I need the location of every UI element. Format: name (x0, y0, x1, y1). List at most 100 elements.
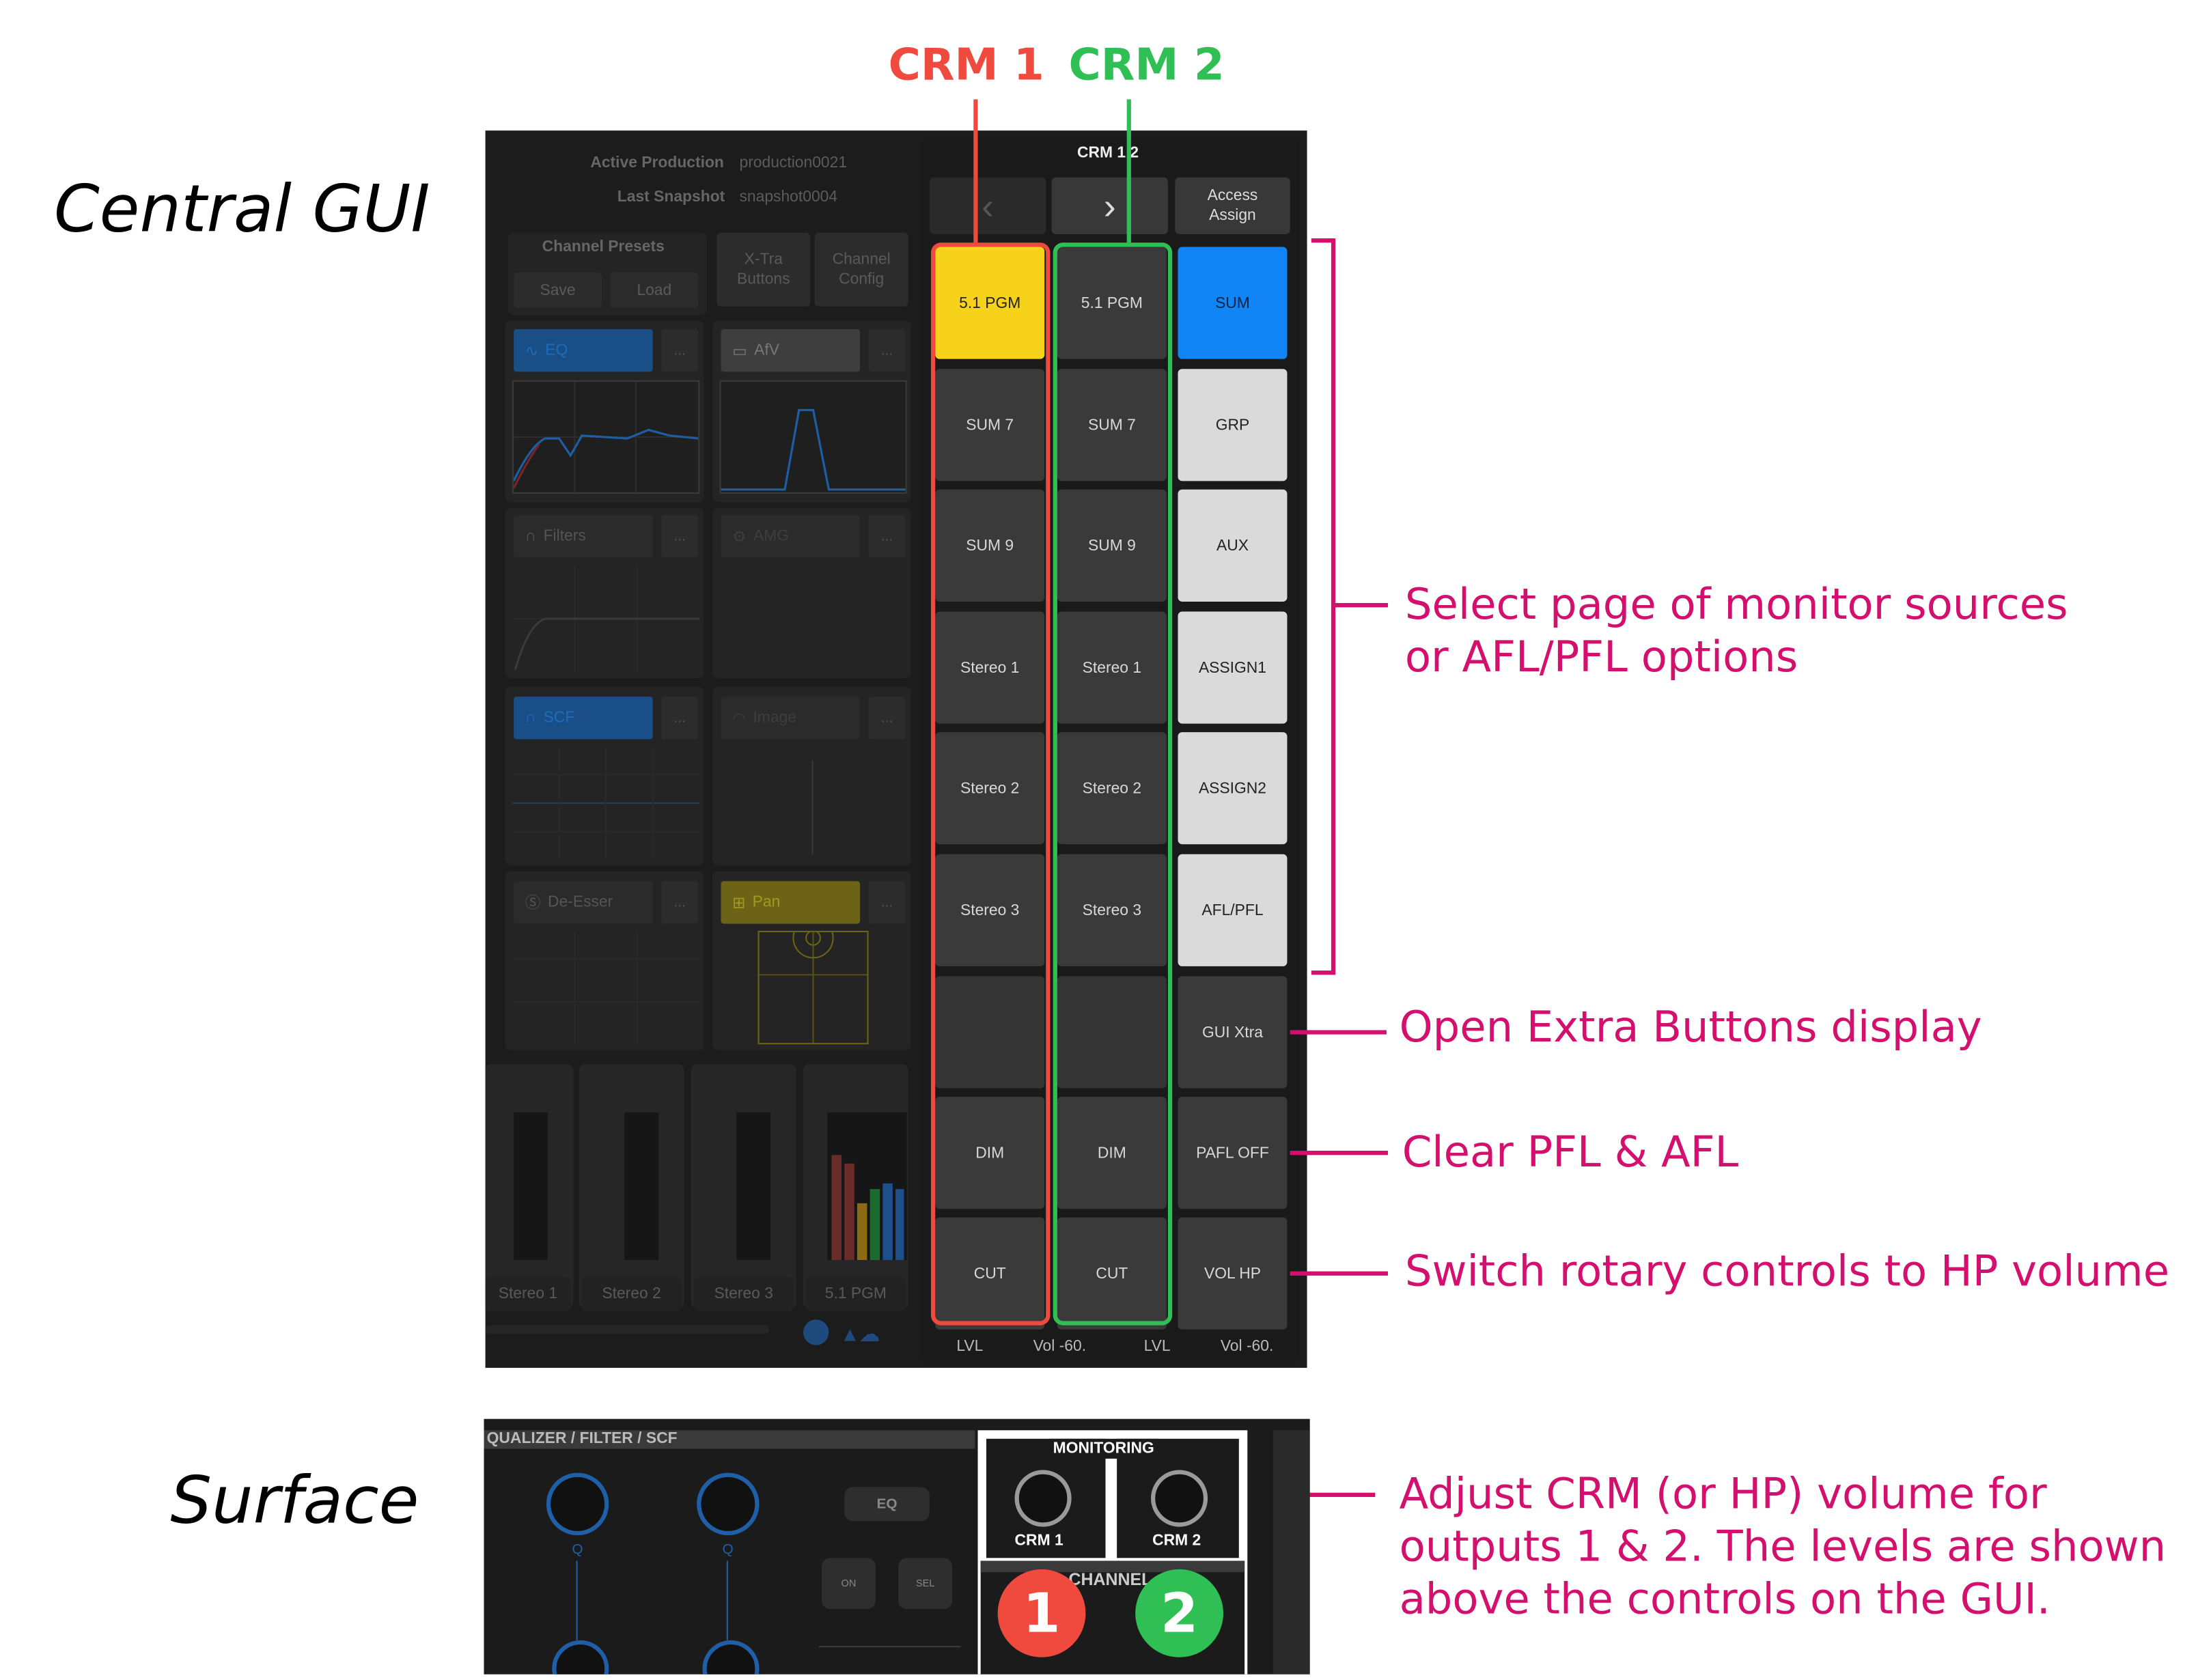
filters-curve (512, 564, 700, 673)
sel-surface-button[interactable]: SEL (898, 1558, 953, 1610)
vol-hp-pointer (1290, 1271, 1388, 1276)
afl-pfl-button[interactable]: AFL/PFL (1178, 854, 1288, 966)
channel-config-button[interactable]: Channel Config (814, 232, 908, 307)
eq-surface-button[interactable]: EQ (844, 1487, 930, 1522)
crm1-source-button-1[interactable]: 5.1 PGM (935, 247, 1045, 359)
crm2-source-empty-button[interactable] (1057, 976, 1167, 1089)
eq-knob-1[interactable] (546, 1472, 609, 1536)
eq-knob-2[interactable] (697, 1472, 760, 1536)
filter-icon: ∩ (525, 527, 537, 545)
crm1-cut-button[interactable]: CUT (935, 1217, 1045, 1330)
deesser-module-label: De-Esser (547, 893, 613, 911)
eq-icon: ∿ (525, 342, 538, 360)
wifi-icon: ◠ (732, 710, 747, 727)
page-next-button[interactable]: › (1051, 177, 1168, 234)
afv-more-button[interactable]: ... (868, 329, 906, 372)
crm2-volume-knob[interactable] (1151, 1470, 1208, 1527)
crm2-source-button-4[interactable]: Stereo 1 (1057, 611, 1167, 724)
crm1-dim-button[interactable]: DIM (935, 1097, 1045, 1209)
eq-knob-3[interactable] (552, 1640, 609, 1675)
pafl-off-button[interactable]: PAFL OFF (1178, 1097, 1288, 1209)
camera-icon: ▭ (732, 342, 747, 360)
xtra-buttons-button[interactable]: X-Tra Buttons (717, 232, 811, 307)
meter-level-lfe (895, 1189, 904, 1260)
crm2-knob-label: CRM 2 (1152, 1532, 1201, 1550)
filters-module-label: Filters (543, 527, 586, 545)
deesser-icon: Ⓢ (525, 895, 541, 912)
eq-graph (512, 380, 700, 494)
crm2-volume-readout: Vol -60. (1220, 1338, 1274, 1356)
access-assign-button[interactable]: Access Assign (1175, 177, 1290, 234)
active-production-value: production0021 (739, 154, 848, 172)
gui-scrollbar[interactable] (485, 1325, 770, 1334)
crm2-source-button-2[interactable]: SUM 7 (1057, 369, 1167, 481)
image-module-button[interactable]: ◠Image (721, 697, 861, 740)
crm1-source-button-2[interactable]: SUM 7 (935, 369, 1045, 481)
crm1-source-button-5[interactable]: Stereo 2 (935, 732, 1045, 845)
pan-module-button[interactable]: ⊞Pan (721, 881, 861, 924)
eq-module-button[interactable]: ∿EQ (514, 329, 653, 372)
crm1-badge: 1 (997, 1569, 1086, 1657)
grp-button[interactable]: GRP (1178, 369, 1288, 481)
meter-level-r (844, 1163, 854, 1260)
surface-right-strip (1273, 1430, 1310, 1675)
amg-more-button[interactable]: ... (868, 515, 906, 558)
crm1-source-button-6[interactable]: Stereo 3 (935, 854, 1045, 966)
page-prev-button[interactable]: ‹ (929, 177, 1046, 234)
scf-more-button[interactable]: ... (661, 697, 699, 740)
afv-graph (719, 380, 907, 494)
eq-curve (512, 381, 699, 492)
gui-xtra-pointer (1290, 1030, 1387, 1035)
crm2-source-button-3[interactable]: SUM 9 (1057, 489, 1167, 602)
filters-module-button[interactable]: ∩ Filters (514, 515, 653, 558)
crm2-source-button-1[interactable]: 5.1 PGM (1057, 247, 1167, 359)
crm2-dim-button[interactable]: DIM (1057, 1097, 1167, 1209)
deesser-more-button[interactable]: ... (661, 881, 699, 924)
surface-section-label: QUALIZER / FILTER / SCF (486, 1430, 678, 1448)
aux-button[interactable]: AUX (1178, 489, 1288, 602)
assign1-button[interactable]: ASSIGN1 (1178, 611, 1288, 724)
sum-button[interactable]: SUM (1178, 247, 1288, 359)
filters-more-button[interactable]: ... (661, 515, 699, 558)
crm1-source-button-3[interactable]: SUM 9 (935, 489, 1045, 602)
gui-xtra-button[interactable]: GUI Xtra (1178, 976, 1288, 1089)
image-more-button[interactable]: ... (868, 697, 906, 740)
vol-hp-button[interactable]: VOL HP (1178, 1217, 1288, 1330)
scf-module-button[interactable]: ∩SCF (514, 697, 653, 740)
crm1-source-button-4[interactable]: Stereo 1 (935, 611, 1045, 724)
eq-more-button[interactable]: ... (661, 329, 699, 372)
pan-more-button[interactable]: ... (868, 881, 906, 924)
crm1-knob-label: CRM 1 (1014, 1532, 1063, 1550)
eq-knob-4[interactable] (702, 1640, 760, 1675)
bracket-vertical (1331, 238, 1336, 975)
preset-load-button[interactable]: Load (610, 272, 699, 308)
deesser-module-button[interactable]: Ⓢ De-Esser (514, 881, 653, 924)
crm1-source-empty-button[interactable] (935, 976, 1045, 1089)
crm2-badge: 2 (1135, 1569, 1223, 1657)
status-icon-w (803, 1319, 829, 1345)
meter-level-l (831, 1155, 842, 1260)
deesser-graph (512, 930, 700, 1045)
eq-strip-2 (726, 1560, 728, 1640)
amg-module-button[interactable]: ⚙AMG (721, 515, 861, 558)
crm2-source-button-6[interactable]: Stereo 3 (1057, 854, 1167, 966)
annotation-select-page-line-1: Select page of monitor sources (1404, 580, 2068, 630)
meter-label-stereo-1: Stereo 1 (485, 1276, 571, 1311)
meter-level-c (857, 1203, 867, 1260)
annotation-surface-line-2: outputs 1 & 2. The levels are shown (1399, 1522, 2167, 1573)
meter-bar-stereo-3 (736, 1112, 771, 1260)
channel-presets-title: Channel Presets (542, 238, 665, 255)
on-surface-button[interactable]: ON (821, 1558, 876, 1610)
afv-module-label: AfV (754, 341, 779, 359)
last-snapshot-label: Last Snapshot (617, 188, 725, 206)
pan-module-label: Pan (752, 893, 781, 911)
assign2-button[interactable]: ASSIGN2 (1178, 732, 1288, 845)
crm1-leader (973, 99, 978, 243)
crm2-source-button-5[interactable]: Stereo 2 (1057, 732, 1167, 845)
crm2-level-label: LVL (1143, 1338, 1171, 1356)
afv-module-button[interactable]: ▭ AfV (721, 329, 861, 372)
crm2-cut-button[interactable]: CUT (1057, 1217, 1167, 1330)
preset-save-button[interactable]: Save (514, 272, 602, 308)
q-label-1: Q (572, 1542, 583, 1558)
crm1-volume-knob[interactable] (1014, 1470, 1072, 1527)
